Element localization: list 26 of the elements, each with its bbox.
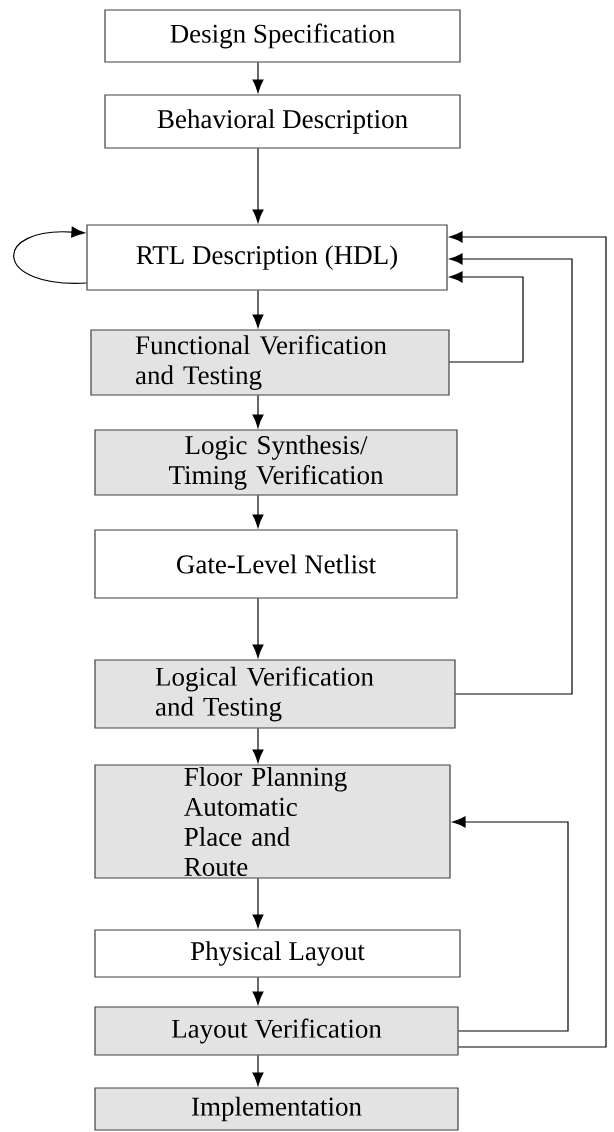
arrow bbox=[252, 62, 264, 93]
process-box: Layout Verification bbox=[94, 1006, 459, 1056]
arrow bbox=[252, 977, 264, 1005]
process-box: Design Specification bbox=[104, 9, 461, 63]
arrow bbox=[252, 395, 264, 428]
process-box: Behavioral Description bbox=[104, 94, 461, 149]
process-box: Gate-Level Netlist bbox=[94, 529, 458, 599]
process-box: Floor Planning Automatic Place and Route bbox=[94, 764, 451, 879]
process-box: Functional Verification and Testing bbox=[90, 329, 450, 396]
arrow bbox=[449, 253, 573, 695]
arrow bbox=[252, 878, 264, 928]
arrow bbox=[252, 1055, 264, 1086]
arrow bbox=[252, 598, 264, 658]
process-box: Logic Synthesis/ Timing Verification bbox=[94, 429, 458, 496]
arrow bbox=[252, 728, 264, 763]
arrow bbox=[449, 271, 524, 363]
arrow bbox=[252, 495, 264, 528]
arrow bbox=[252, 290, 264, 328]
arrow bbox=[13, 226, 87, 284]
process-box: RTL Description (HDL) bbox=[86, 224, 448, 291]
arrow bbox=[449, 231, 607, 1048]
process-box: Logical Verification and Testing bbox=[94, 659, 456, 729]
process-box: Implementation bbox=[94, 1087, 459, 1131]
process-box: Physical Layout bbox=[94, 929, 461, 978]
arrow bbox=[252, 148, 264, 223]
arrow bbox=[452, 816, 569, 1032]
